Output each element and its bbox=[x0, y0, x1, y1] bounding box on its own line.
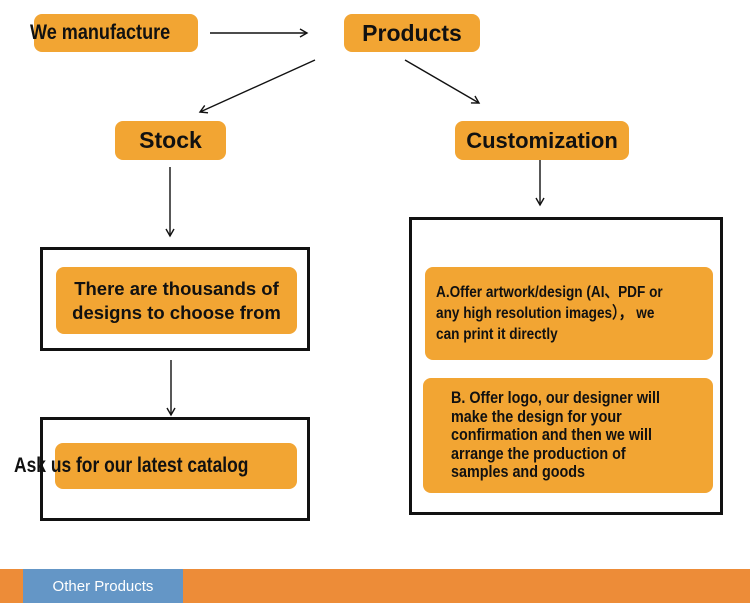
other-products-label: Other Products bbox=[52, 577, 154, 595]
stock-step2-box: Ask us for our latest catalog bbox=[14, 443, 297, 489]
we-manufacture-box: We manufacture bbox=[30, 14, 198, 52]
arrow-products-to-customization bbox=[404, 59, 481, 104]
customization-box: Customization bbox=[455, 121, 629, 160]
stock-box: Stock bbox=[115, 121, 226, 160]
stock-step1-box: There are thousands of designs to choose… bbox=[56, 267, 297, 334]
option-b-text: B. Offer logo, our designer will make th… bbox=[451, 389, 660, 482]
other-products-tab[interactable]: Other Products bbox=[23, 569, 183, 603]
customization-label: Customization bbox=[466, 127, 618, 153]
arrow-products-to-stock bbox=[198, 59, 316, 114]
stock-label: Stock bbox=[139, 127, 202, 153]
footer-bar: Other Products bbox=[0, 569, 750, 603]
option-a-text: A.Offer artwork/design (AI、PDF or any hi… bbox=[436, 284, 663, 343]
option-b-box: B. Offer logo, our designer will make th… bbox=[423, 378, 713, 493]
we-manufacture-label: We manufacture bbox=[29, 21, 170, 44]
stock-step1-text: There are thousands of designs to choose… bbox=[72, 277, 281, 323]
products-label: Products bbox=[362, 19, 462, 46]
stock-step2-text: Ask us for our latest catalog bbox=[13, 454, 249, 477]
products-box: Products bbox=[344, 14, 480, 52]
option-a-box: A.Offer artwork/design (AI、PDF or any hi… bbox=[425, 267, 713, 360]
